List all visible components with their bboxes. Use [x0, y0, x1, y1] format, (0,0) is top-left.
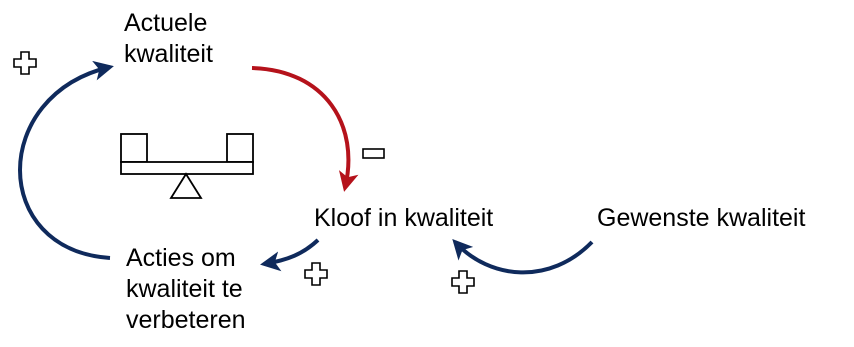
node-label-line: verbeteren	[126, 306, 246, 334]
polarity-plus-icon	[451, 270, 475, 294]
node-quality-gap: Kloof in kwaliteit	[314, 203, 493, 234]
node-label-line: Gewenste kwaliteit	[597, 204, 806, 232]
node-improvement-actions: Acties om kwaliteit te verbeteren	[126, 243, 246, 336]
link-gap-to-actions	[260, 238, 320, 272]
polarity-minus-icon	[362, 148, 385, 159]
link-actions-to-actual-quality	[18, 60, 114, 260]
node-label-line: kwaliteit te	[126, 275, 243, 303]
link-desired-to-gap	[452, 239, 594, 275]
node-desired-quality: Gewenste kwaliteit	[597, 203, 805, 234]
node-label-line: Kloof in kwaliteit	[314, 204, 494, 232]
node-actual-quality: Actuele kwaliteit	[124, 8, 213, 70]
balance-scale-icon	[120, 133, 254, 199]
node-label-line: kwaliteit	[124, 40, 213, 68]
polarity-plus-icon	[304, 262, 328, 286]
polarity-plus-icon	[13, 51, 37, 75]
node-label-line: Acties om	[126, 244, 236, 272]
node-label-line: Actuele	[124, 9, 208, 37]
link-actual-quality-to-gap	[251, 66, 359, 192]
